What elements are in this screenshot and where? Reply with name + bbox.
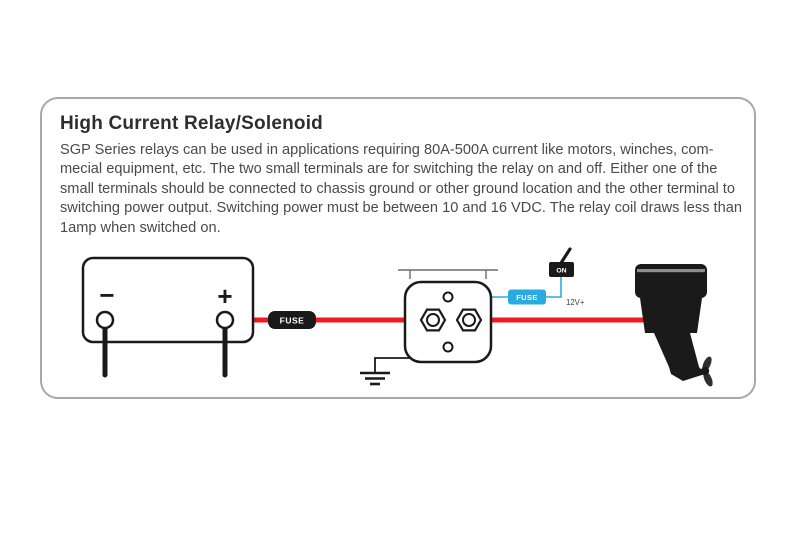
- battery-positive-terminal: [215, 310, 235, 330]
- motor-propeller: [700, 356, 713, 387]
- main-fuse-label: FUSE: [280, 316, 305, 326]
- main-fuse: FUSE: [268, 311, 316, 329]
- motor-midsection: [640, 298, 702, 333]
- relay-small-terminal-top: [442, 291, 454, 303]
- motor-cowl-stripe: [637, 269, 705, 273]
- switch-fuse: FUSE: [508, 289, 546, 305]
- relay-body: [403, 280, 493, 364]
- battery-body: [81, 256, 255, 344]
- toggle-switch: ON: [549, 247, 574, 277]
- relay-small-terminal-bottom: [442, 341, 454, 353]
- switch-lever: [559, 247, 572, 265]
- motor-lower-unit: [669, 367, 705, 381]
- switch-fuse-label: FUSE: [516, 293, 538, 302]
- signal-wire-right: [546, 276, 562, 298]
- switch-body: [549, 262, 574, 277]
- switch-fuse-body: [508, 289, 546, 305]
- battery: − +: [81, 256, 255, 378]
- relay-info-panel: High Current Relay/Solenoid SGP Series r…: [40, 97, 756, 399]
- motor-cowl: [635, 264, 707, 298]
- relay-mounting-bracket: [398, 269, 498, 279]
- wiring-diagram: − + FUSE FUSE: [81, 247, 713, 387]
- relay-solenoid: [403, 280, 493, 364]
- page-title: High Current Relay/Solenoid: [60, 113, 323, 134]
- main-fuse-body: [268, 311, 316, 329]
- switch-on-label: ON: [556, 268, 566, 275]
- battery-plus-label: +: [217, 281, 232, 311]
- battery-negative-terminal: [95, 310, 115, 330]
- ground-symbol: [360, 371, 390, 386]
- relay-right-terminal: [462, 313, 476, 327]
- description-text: SGP Series relays can be used in applica…: [60, 142, 742, 236]
- switch-voltage-label: 12V+: [566, 298, 585, 307]
- battery-minus-label: −: [99, 280, 114, 310]
- relay-left-terminal: [426, 313, 440, 327]
- motor-shaft: [654, 333, 699, 367]
- outboard-motor: [635, 264, 713, 387]
